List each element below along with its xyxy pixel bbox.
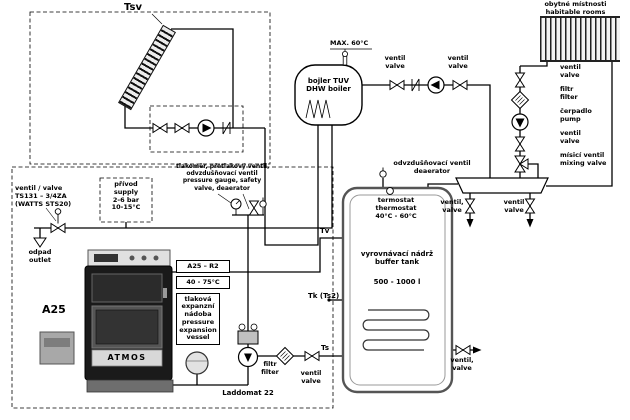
laddomat-thermometer xyxy=(238,323,246,331)
thermometer-icon xyxy=(342,55,348,66)
dhw-boiler xyxy=(294,51,363,126)
sensor-tv-label: Tv xyxy=(320,227,330,235)
expansion-vessel xyxy=(185,351,209,375)
drain-funnel-icon xyxy=(33,237,47,248)
dhw-pump-icon xyxy=(427,76,445,94)
radiator-valve-icon xyxy=(515,136,525,152)
sensor-tk-label: Tk (Ts2) xyxy=(308,292,340,300)
thermal-valve-icon xyxy=(50,223,66,233)
boiler-knob xyxy=(153,255,159,261)
boiler-output-tag: A25 – R2 xyxy=(176,260,230,273)
boiler-model-label: A25 xyxy=(42,303,66,316)
tank-deaerator-icon xyxy=(379,167,387,178)
buffer-volume-label: 500 - 1000 l xyxy=(373,278,421,286)
safety-group-label: tlakoměr, přetlakový ventil,odvzdušňovac… xyxy=(176,163,270,192)
sensor-ts-label: Ts xyxy=(321,344,330,352)
wood-boiler xyxy=(39,249,174,393)
distributor-valve-icon xyxy=(465,198,475,214)
radiator-valve-icon xyxy=(515,72,525,88)
buffer-coil xyxy=(362,309,430,351)
solar-sensor-label: Tsv xyxy=(124,2,142,13)
boiler-brand-label: ATMOS xyxy=(107,353,147,362)
boiler-display xyxy=(94,254,118,262)
valve-icon xyxy=(174,123,190,133)
laddomat-name-label: Laddomat 22 xyxy=(222,389,274,397)
pump-icon xyxy=(197,119,215,137)
pressure-gauge-icon xyxy=(230,198,242,210)
thermostat-icon xyxy=(386,187,394,195)
radiator xyxy=(540,16,620,62)
sensor-tk-pocket xyxy=(327,298,331,302)
boiler-handle xyxy=(163,288,167,298)
dhw-coil xyxy=(305,99,331,119)
buffer-tank xyxy=(327,186,454,394)
dashed-boundaries xyxy=(11,11,334,409)
pipes xyxy=(34,13,613,386)
laddomat-unit xyxy=(237,323,259,368)
laddomat-valve-icon xyxy=(304,351,320,361)
thermometer-bulb-icon xyxy=(341,51,348,58)
radiator-filter-icon xyxy=(511,91,529,109)
dhw-max-temp-label: MAX. 60°C xyxy=(330,39,369,47)
check-valve-icon xyxy=(222,121,231,135)
boiler-knob xyxy=(141,255,147,261)
boiler-knob xyxy=(129,255,135,261)
tank-drain-valve-label: ventil,valve xyxy=(450,356,474,372)
valve-icon xyxy=(389,80,405,90)
flow-arrow-icon xyxy=(473,346,482,354)
flow-arrow-icon xyxy=(526,219,534,228)
distributor-valve-left-label: ventil,valve xyxy=(440,198,464,214)
boiler-upper-door xyxy=(91,273,163,303)
boiler-base xyxy=(86,379,174,393)
laddomat-thermometer xyxy=(250,323,258,331)
flow-arrow-icon xyxy=(466,219,474,228)
valve-icon xyxy=(452,80,468,90)
fitting-symbols xyxy=(33,72,535,365)
mixing-valve-icon xyxy=(514,155,529,173)
check-valve-icon xyxy=(411,78,420,92)
boiler-brand-band xyxy=(91,349,163,367)
distributor-manifold xyxy=(455,177,549,194)
valve-icon xyxy=(152,123,168,133)
radiator-pump-icon xyxy=(511,113,529,131)
safety-valve-icon xyxy=(249,200,259,216)
control-box xyxy=(39,331,75,365)
boiler-temp-range-tag: 40 - 75°C xyxy=(176,276,230,289)
tank-drain-valve-icon xyxy=(455,345,471,355)
